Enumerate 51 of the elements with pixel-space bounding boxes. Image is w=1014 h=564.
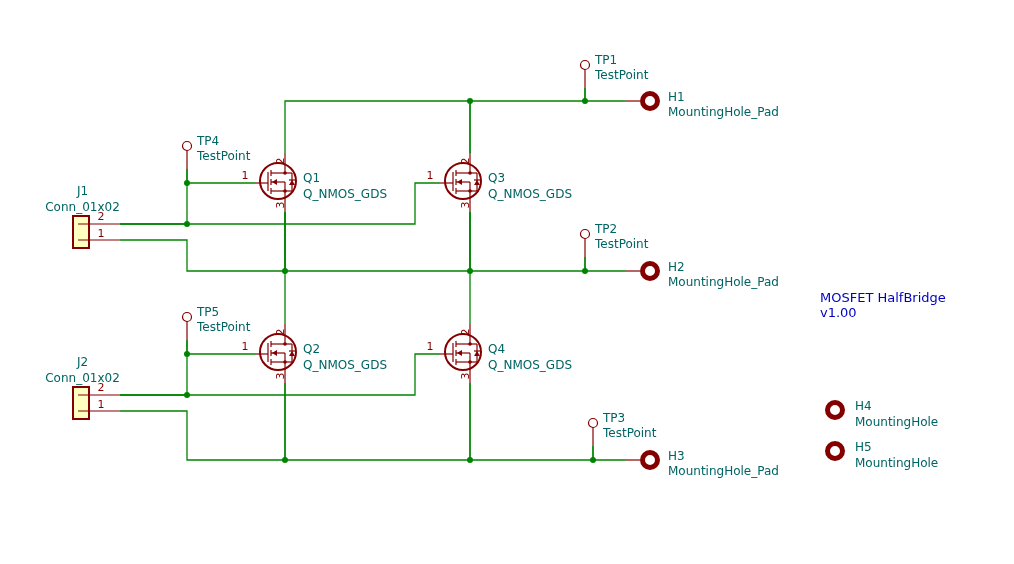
part-value: TestPoint [603,426,657,440]
pin-number: 1 [97,228,105,240]
part-value: Q_NMOS_GDS [488,187,572,201]
part-value: MountingHole [855,415,939,429]
part-value: MountingHole_Pad [668,464,779,478]
reference-designator: TP3 [603,411,626,425]
part-value: MountingHole [855,456,939,470]
pin-number: 2 [97,382,105,394]
reference-designator: J2 [75,355,90,369]
reference-designator: J1 [75,184,90,198]
wire [592,445,626,461]
reference-designator: Q4 [488,342,506,356]
pin-number: 2 [97,211,105,223]
part-value: Conn_01x02 [45,371,120,385]
part-value: Q_NMOS_GDS [488,358,572,372]
pin-number: 1 [241,170,249,182]
pin-number: 3 [460,201,472,209]
reference-designator: TP2 [595,222,618,236]
wire [584,256,626,272]
reference-designator: H2 [668,260,685,274]
part-value: TestPoint [595,68,649,82]
pin-number: 3 [460,372,472,380]
title-block-text: MOSFET HalfBridge [820,290,946,305]
pin-number: 1 [426,170,434,182]
reference-designator: H4 [855,399,872,413]
reference-designator: TP1 [595,53,618,67]
reference-designator: TP4 [197,134,220,148]
reference-designator: Q2 [303,342,321,356]
reference-designator: Q3 [488,171,506,185]
part-value: MountingHole_Pad [668,275,779,289]
pin-number: 1 [97,399,105,411]
reference-designator: H1 [668,90,685,104]
wire [119,182,441,225]
pin-number: 1 [426,341,434,353]
reference-designator: Q1 [303,171,321,185]
pin-number: 3 [275,372,287,380]
wire [584,87,626,102]
part-value: TestPoint [197,320,251,334]
reference-designator: H5 [855,440,872,454]
reference-designator: H3 [668,449,685,463]
pin-number: 3 [275,201,287,209]
part-value: Q_NMOS_GDS [303,187,387,201]
part-value: Conn_01x02 [45,200,120,214]
wire [119,353,441,396]
part-value: TestPoint [595,237,649,251]
part-value: Q_NMOS_GDS [303,358,387,372]
title-block-text: v1.00 [820,305,857,320]
pin-number: 1 [241,341,249,353]
part-value: MountingHole_Pad [668,105,779,119]
part-value: TestPoint [197,149,251,163]
reference-designator: TP5 [197,305,220,319]
